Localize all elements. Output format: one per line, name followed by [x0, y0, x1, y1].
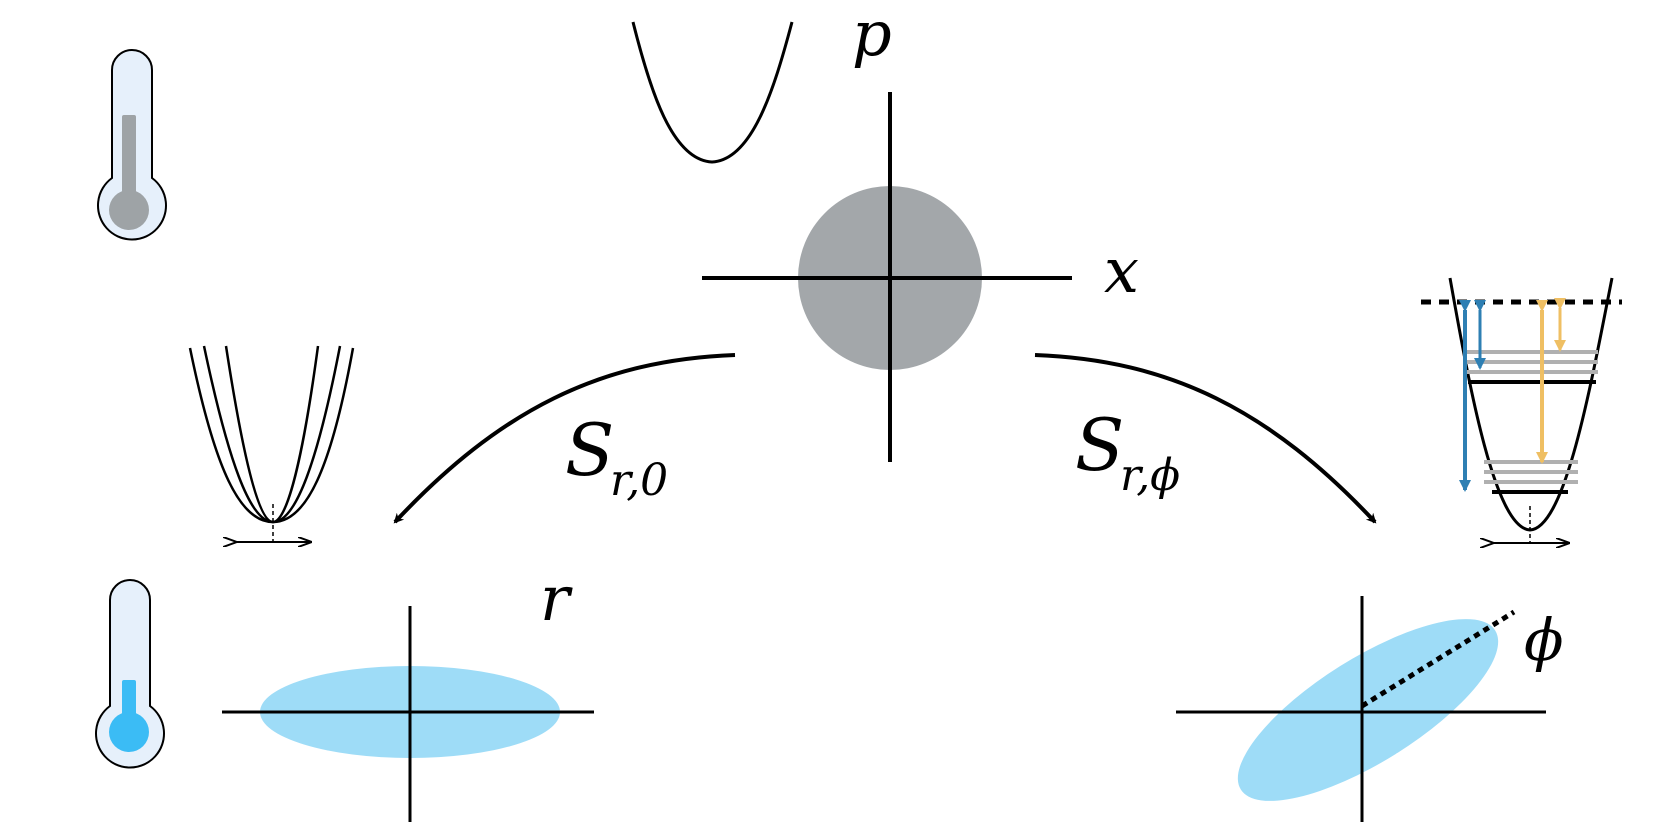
svg-text:r,ϕ: r,ϕ: [1120, 450, 1180, 501]
squeeze-parameter-label: r: [540, 562, 573, 635]
svg-text:r,0: r,0: [610, 455, 668, 506]
svg-text:S: S: [1075, 403, 1124, 487]
thermometer-cold-icon: [95, 579, 165, 769]
thermometer-hot-icon: [97, 49, 167, 241]
operator-label-right: S r,ϕ: [1075, 403, 1180, 501]
rotated-squeezed-ellipse: [1237, 619, 1499, 801]
thermal-potential-well: [631, 21, 794, 164]
arrow-squeeze-right: [1034, 353, 1377, 524]
operator-label-left: S r,0: [565, 408, 668, 506]
svg-text:S: S: [565, 408, 614, 492]
squeezed-wells-family: [188, 345, 355, 524]
arrow-squeeze-left: [393, 353, 736, 524]
squeeze-angle-line: [1360, 609, 1516, 709]
p-axis-label: p: [852, 0, 892, 70]
energy-levels-well: [1421, 277, 1622, 544]
squeeze-angle-label: ϕ: [1524, 606, 1564, 674]
x-axis-label: x: [1104, 234, 1139, 307]
